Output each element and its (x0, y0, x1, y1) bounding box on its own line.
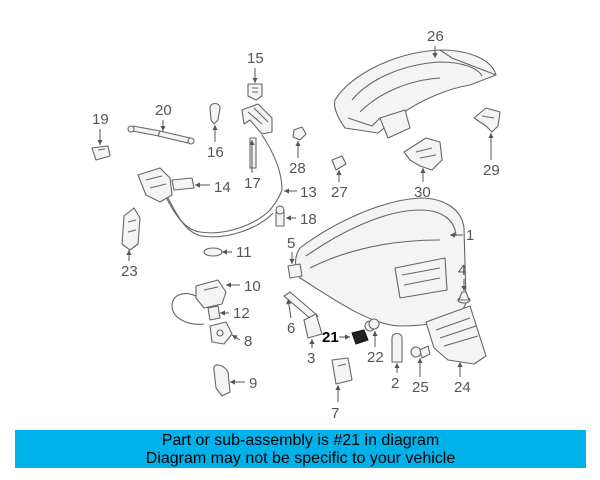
part-12-striker (207, 305, 221, 321)
arrowhead-2 (394, 363, 400, 368)
callout-17: 17 (244, 175, 261, 192)
arrowhead-30 (420, 168, 426, 173)
banner-line-disclaimer: Diagram may not be specific to your vehi… (145, 450, 456, 467)
arrowhead-26 (432, 53, 438, 58)
callout-13: 13 (300, 184, 317, 201)
part-13-cable (164, 134, 283, 238)
part-15-bracket (247, 83, 263, 101)
arrowhead-4 (461, 286, 467, 291)
part-3-trim (303, 313, 323, 339)
arrowhead-21 (345, 334, 350, 340)
callout-1: 1 (466, 227, 474, 244)
part-27-clip (331, 155, 347, 171)
arrowhead-9 (230, 379, 235, 385)
part-30-bracket (403, 137, 443, 171)
callout-18: 18 (300, 211, 317, 228)
part-29-bracket (473, 107, 501, 133)
banner-line-part-number: Part or sub-assembly is #21 in diagram (161, 432, 440, 449)
part-8-latch (209, 321, 233, 345)
callout-16: 16 (207, 144, 224, 161)
arrowhead-3 (309, 339, 315, 344)
part-4-bump-stop (457, 291, 471, 304)
arrowhead-13 (284, 188, 289, 194)
latch-bracket (137, 167, 173, 203)
callout-8: 8 (244, 333, 252, 350)
callout-6: 6 (287, 320, 295, 337)
callout-23: 23 (121, 263, 138, 280)
callout-26: 26 (427, 28, 444, 45)
callout-labels: 26 15 20 19 16 17 28 27 30 29 14 13 18 1… (92, 28, 500, 422)
part-20-gas-strut (127, 125, 195, 145)
arrowhead-12 (220, 310, 225, 316)
part-18-fastener (275, 205, 285, 227)
arrowhead-22 (372, 331, 378, 336)
callout-7: 7 (331, 405, 339, 422)
arrowhead-8 (232, 335, 238, 340)
callout-24: 24 (454, 379, 471, 396)
parts-diagram: 26 15 20 19 16 17 28 27 30 29 14 13 18 1… (91, 28, 501, 422)
arrowhead-10 (226, 282, 231, 288)
part-26-trunk-lid-frame (334, 49, 497, 139)
callout-12: 12 (233, 305, 250, 322)
part-14-handle (171, 177, 195, 191)
arrowhead-19 (97, 140, 103, 145)
arrowhead-11 (222, 249, 227, 255)
callout-5: 5 (287, 235, 295, 252)
callout-30: 30 (414, 184, 431, 201)
part-9-hook (213, 364, 231, 397)
arrowhead-17 (249, 140, 255, 145)
arrowhead-25 (417, 358, 423, 363)
hinge-assembly (241, 103, 273, 169)
arrowhead-14 (195, 182, 200, 188)
arrowhead-24 (457, 362, 463, 367)
part-23-bracket (121, 207, 141, 251)
arrowhead-27 (336, 170, 342, 175)
part-10-lock (171, 279, 227, 325)
part-22-plug (368, 318, 380, 330)
arrowhead-5 (289, 259, 295, 264)
part-1-trunk-lid (294, 197, 467, 327)
callout-3: 3 (307, 350, 315, 367)
arrowhead-18 (286, 215, 291, 221)
arrowhead-6 (286, 299, 292, 305)
arrowhead-15 (252, 78, 258, 83)
callout-4: 4 (458, 262, 466, 279)
callout-15: 15 (247, 50, 264, 67)
callout-14: 14 (214, 179, 231, 196)
arrowhead-28 (295, 141, 301, 146)
part-6-seal-strip (283, 291, 319, 321)
part-16-hook (209, 102, 221, 125)
part-25-clip (410, 345, 431, 359)
callout-27: 27 (331, 184, 348, 201)
callout-25: 25 (412, 379, 429, 396)
part-28-block (292, 126, 307, 141)
callout-11: 11 (236, 244, 252, 261)
part-5-clip (287, 263, 303, 279)
arrowhead-16 (212, 125, 218, 130)
callout-22: 22 (367, 349, 384, 366)
part-19-clip (91, 145, 111, 161)
part-2-bolt (391, 332, 403, 363)
callout-29: 29 (483, 162, 500, 179)
arrowhead-1 (450, 232, 455, 238)
arrowhead-29 (488, 133, 494, 138)
callout-28: 28 (289, 160, 306, 177)
arrowhead-20 (160, 126, 166, 131)
callout-9: 9 (249, 375, 257, 392)
callout-2: 2 (391, 375, 399, 392)
part-24-trim-panel (425, 305, 487, 365)
callout-21-highlighted: 21 (322, 329, 339, 346)
part-11-grommet (203, 247, 223, 257)
callout-19: 19 (92, 111, 109, 128)
arrowhead-7 (335, 385, 341, 390)
info-banner: Part or sub-assembly is #21 in diagram D… (15, 430, 586, 468)
arrowhead-23 (126, 250, 132, 255)
callout-10: 10 (244, 278, 261, 295)
part-7-mount (331, 357, 353, 385)
leader-lines (97, 46, 494, 402)
callout-20: 20 (155, 102, 172, 119)
